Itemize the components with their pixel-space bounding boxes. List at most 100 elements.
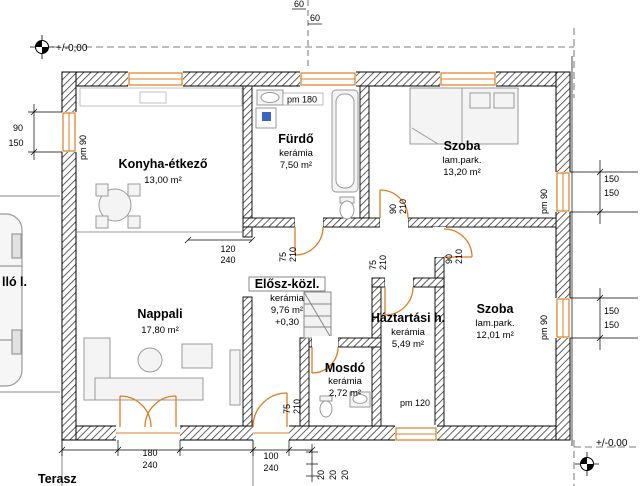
outer-walls	[61, 71, 571, 441]
dimension-lines	[28, 8, 638, 482]
kitchen-sink	[139, 91, 167, 104]
room-area-szoba1: 13,20 m²	[443, 167, 481, 178]
svg-text:210: 210	[292, 399, 302, 414]
chair	[95, 215, 109, 229]
room-finish-eloszoba: kerámia	[270, 293, 305, 304]
svg-text:75: 75	[368, 260, 378, 270]
svg-text:210: 210	[454, 249, 464, 264]
dim-layer-20a: 20	[316, 470, 326, 480]
terrace-label: Terasz	[38, 472, 77, 486]
room-area-konyha: 13,00 m²	[144, 175, 182, 186]
dim-door-bedroom1: 90 210	[388, 199, 408, 214]
chair	[127, 215, 141, 229]
svg-text:90: 90	[388, 204, 398, 214]
wall-hall-utility-a	[371, 277, 386, 288]
room-area-haztartasi: 5,49 m²	[392, 339, 424, 350]
dim-terrace-180: 180	[142, 448, 157, 458]
wall-hall-top-a	[242, 217, 296, 228]
windows	[61, 71, 571, 441]
dim-opening-240: 240	[220, 255, 235, 265]
room-finish-furdo: kerámia	[279, 148, 314, 159]
bed	[409, 87, 519, 145]
wc-toilet-bowl	[319, 400, 333, 418]
door-utility	[384, 276, 414, 316]
room-finish-szoba1: lam.park.	[442, 155, 481, 166]
dim-right-150d: 150	[604, 320, 619, 330]
dim-pm120-utility: pm 120	[400, 398, 430, 408]
door-wc	[311, 336, 339, 374]
bathtub-inner	[335, 93, 355, 189]
labels: +/-0,00 +/-0,00 Konyha-étkező 13,00 m² F…	[2, 0, 628, 486]
wall-utility-left	[371, 286, 382, 427]
level-marker-icon	[29, 34, 55, 60]
svg-text:90: 90	[444, 254, 454, 264]
door-terrace	[116, 395, 180, 441]
window-bedroom1-top	[440, 71, 496, 87]
room-area-mosdo: 2,72 m²	[329, 388, 361, 399]
coffee-table	[137, 347, 163, 373]
window-bath-top	[300, 71, 356, 87]
wall-living-hall-b	[242, 296, 253, 427]
pillow	[469, 92, 491, 109]
room-name-furdo: Fürdő	[278, 132, 314, 146]
furniture	[79, 87, 519, 418]
dim-pm90-right-bottom: pm 90	[539, 315, 549, 340]
dim-door-bath: 75 210	[278, 247, 298, 262]
tv-bench	[229, 349, 241, 406]
room-name-eloszoba: Elősz-közl.	[255, 277, 320, 291]
dim-entrance-240: 240	[263, 463, 278, 473]
wall-left	[61, 71, 77, 441]
dim-door-wc: 75 210	[282, 399, 302, 414]
wall-hall-top-c	[407, 217, 557, 228]
window-bedroom1-right	[555, 172, 571, 212]
wall-hall-utility-b	[412, 277, 445, 288]
parking-area	[0, 195, 60, 393]
window-kitchen-left	[61, 112, 77, 152]
chair	[95, 183, 109, 197]
pm-label-box	[397, 397, 434, 408]
room-name-konyha: Konyha-étkező	[119, 157, 208, 171]
car-wheel	[11, 233, 22, 259]
door-bathroom	[294, 216, 324, 256]
dining-table	[98, 188, 132, 222]
washing-machine-mark	[262, 112, 271, 121]
svg-text:210: 210	[288, 247, 298, 262]
room-area-eloszoba: 9,76 m²	[271, 305, 303, 316]
wall-kitchen-bath	[242, 85, 253, 219]
wardrobe-diagonal	[303, 291, 332, 339]
room-name-haztartasi: Háztartási h.	[371, 311, 445, 325]
room-finish-szoba2: lam.park.	[475, 318, 514, 329]
room-level-eloszoba: +0,30	[275, 317, 299, 328]
dim-pm90-left: pm 90	[78, 135, 88, 160]
wall-living-hall-a	[242, 226, 253, 238]
room-name-szoba2: Szoba	[477, 302, 515, 316]
wall-hall-top-b	[322, 217, 381, 228]
dim-right-150c: 150	[604, 306, 619, 316]
dim-terrace-240: 240	[142, 460, 157, 470]
car	[0, 213, 23, 387]
room-label-box	[248, 276, 326, 292]
room-area-szoba2: 12,01 m²	[476, 330, 514, 341]
chair	[127, 183, 141, 197]
wall-bath-bedroom1	[359, 85, 370, 219]
reference-lines	[52, 0, 640, 486]
hall-wardrobe	[303, 291, 332, 339]
dim-layer-20c: 20	[340, 470, 350, 480]
dim-right-150b: 150	[604, 188, 619, 198]
doors	[116, 189, 473, 441]
room-area-nappali: 17,80 m²	[141, 325, 179, 336]
door-bedroom2	[433, 227, 473, 258]
pm-label-box	[282, 92, 324, 106]
svg-text:75: 75	[282, 404, 292, 414]
wall-right	[555, 71, 571, 441]
room-name-nappali: Nappali	[137, 307, 182, 321]
dim-top-60b: 60	[310, 13, 320, 23]
dim-left-90: 90	[13, 123, 23, 133]
window-utility-bottom	[395, 425, 437, 441]
level-label-bottom: +/-0,00	[596, 438, 628, 449]
room-finish-haztartasi: kerámia	[391, 327, 426, 338]
level-label-top: +/-0,00	[56, 43, 88, 54]
room-finish-mosdo: kerámia	[328, 376, 363, 387]
